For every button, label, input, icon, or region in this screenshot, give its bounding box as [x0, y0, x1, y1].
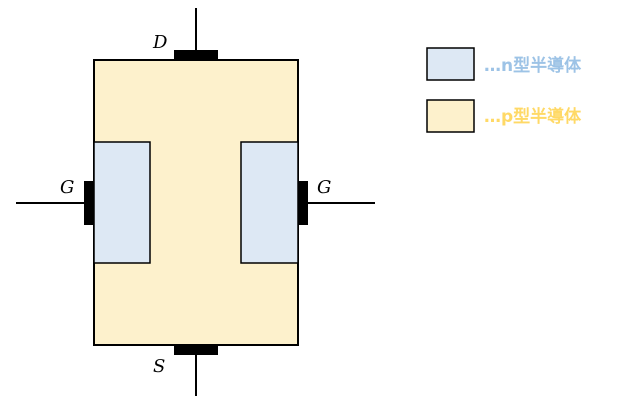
source-label: S [153, 356, 165, 377]
gate-right-electrode [298, 181, 308, 225]
n-type-region-right [240, 141, 299, 264]
legend-label-n: …n型半導体 [484, 55, 582, 76]
legend-label-p: …p型半導体 [484, 106, 582, 127]
source-electrode [174, 345, 218, 355]
gate-left-label: G [60, 177, 74, 198]
gate-left-electrode [84, 181, 94, 225]
legend-swatch-p [426, 99, 475, 133]
n-type-region-left [93, 141, 151, 264]
legend-swatch-n [426, 47, 475, 81]
gate-right-label: G [317, 177, 331, 198]
drain-electrode [174, 50, 218, 60]
drain-label: D [152, 32, 168, 53]
legend: …n型半導体 …p型半導体 [426, 47, 582, 133]
